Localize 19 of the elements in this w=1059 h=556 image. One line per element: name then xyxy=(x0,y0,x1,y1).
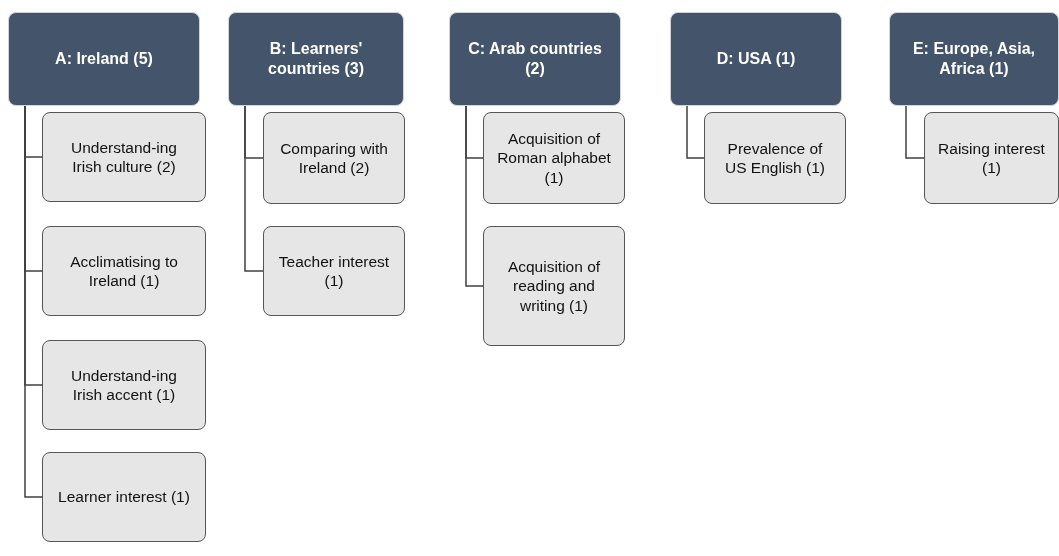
category-box: C: Arab countries (2) xyxy=(449,12,621,106)
category-box: A: Ireland (5) xyxy=(8,12,200,106)
connector-line xyxy=(905,105,925,159)
subcategory-box: Prevalence of US English (1) xyxy=(704,112,846,204)
subcategory-box: Acquisition of Roman alphabet (1) xyxy=(483,112,625,204)
category-box: E: Europe, Asia, Africa (1) xyxy=(889,12,1059,106)
subcategory-box: Teacher interest (1) xyxy=(263,226,405,316)
category-box: B: Learners' countries (3) xyxy=(228,12,404,106)
subcategory-box: Learner interest (1) xyxy=(42,452,206,542)
subcategory-box: Acquisition of reading and writing (1) xyxy=(483,226,625,346)
connector-line xyxy=(686,105,705,159)
subcategory-box: Understand-ing Irish accent (1) xyxy=(42,340,206,430)
subcategory-box: Acclimatising to Ireland (1) xyxy=(42,226,206,316)
connector-line xyxy=(465,105,484,287)
connector-line xyxy=(244,105,264,272)
subcategory-box: Raising interest (1) xyxy=(924,112,1059,204)
subcategory-box: Understand-ing Irish culture (2) xyxy=(42,112,206,202)
subcategory-box: Comparing with Ireland (2) xyxy=(263,112,405,204)
category-box: D: USA (1) xyxy=(670,12,842,106)
